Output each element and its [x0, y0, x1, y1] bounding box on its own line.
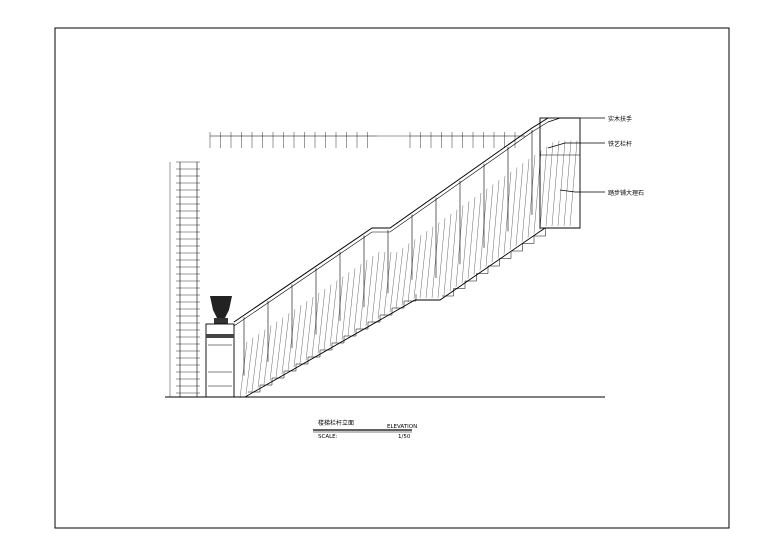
balusters [243, 130, 533, 376]
callout-tread-label: 踏步铺大理石 [608, 189, 644, 197]
callout-leaders [547, 117, 605, 193]
sheet-border [54, 27, 730, 529]
stair-treads [248, 228, 546, 393]
staircase-elevation [233, 117, 581, 398]
title-block: 楼梯栏杆立面 ELEVATION SCALE: 1/50 [313, 419, 417, 440]
newel-post [205, 296, 235, 398]
handrail [233, 117, 549, 323]
vertical-dimension-chain [169, 161, 200, 397]
urn-ornament [210, 296, 232, 318]
horizontal-dimension-chain [209, 132, 525, 148]
callout-baluster-label: 铁艺栏杆 [608, 140, 632, 148]
scale-value: 1/50 [398, 434, 411, 440]
marble-hatching [239, 140, 578, 398]
scale-label: SCALE: [318, 434, 338, 440]
stair-stringer [244, 227, 580, 398]
upper-landing [539, 117, 581, 229]
drawing-title: 楼梯栏杆立面 [318, 419, 354, 427]
callout-handrail-label: 实木扶手 [608, 115, 632, 123]
drawing-title-en: ELEVATION [387, 424, 417, 430]
